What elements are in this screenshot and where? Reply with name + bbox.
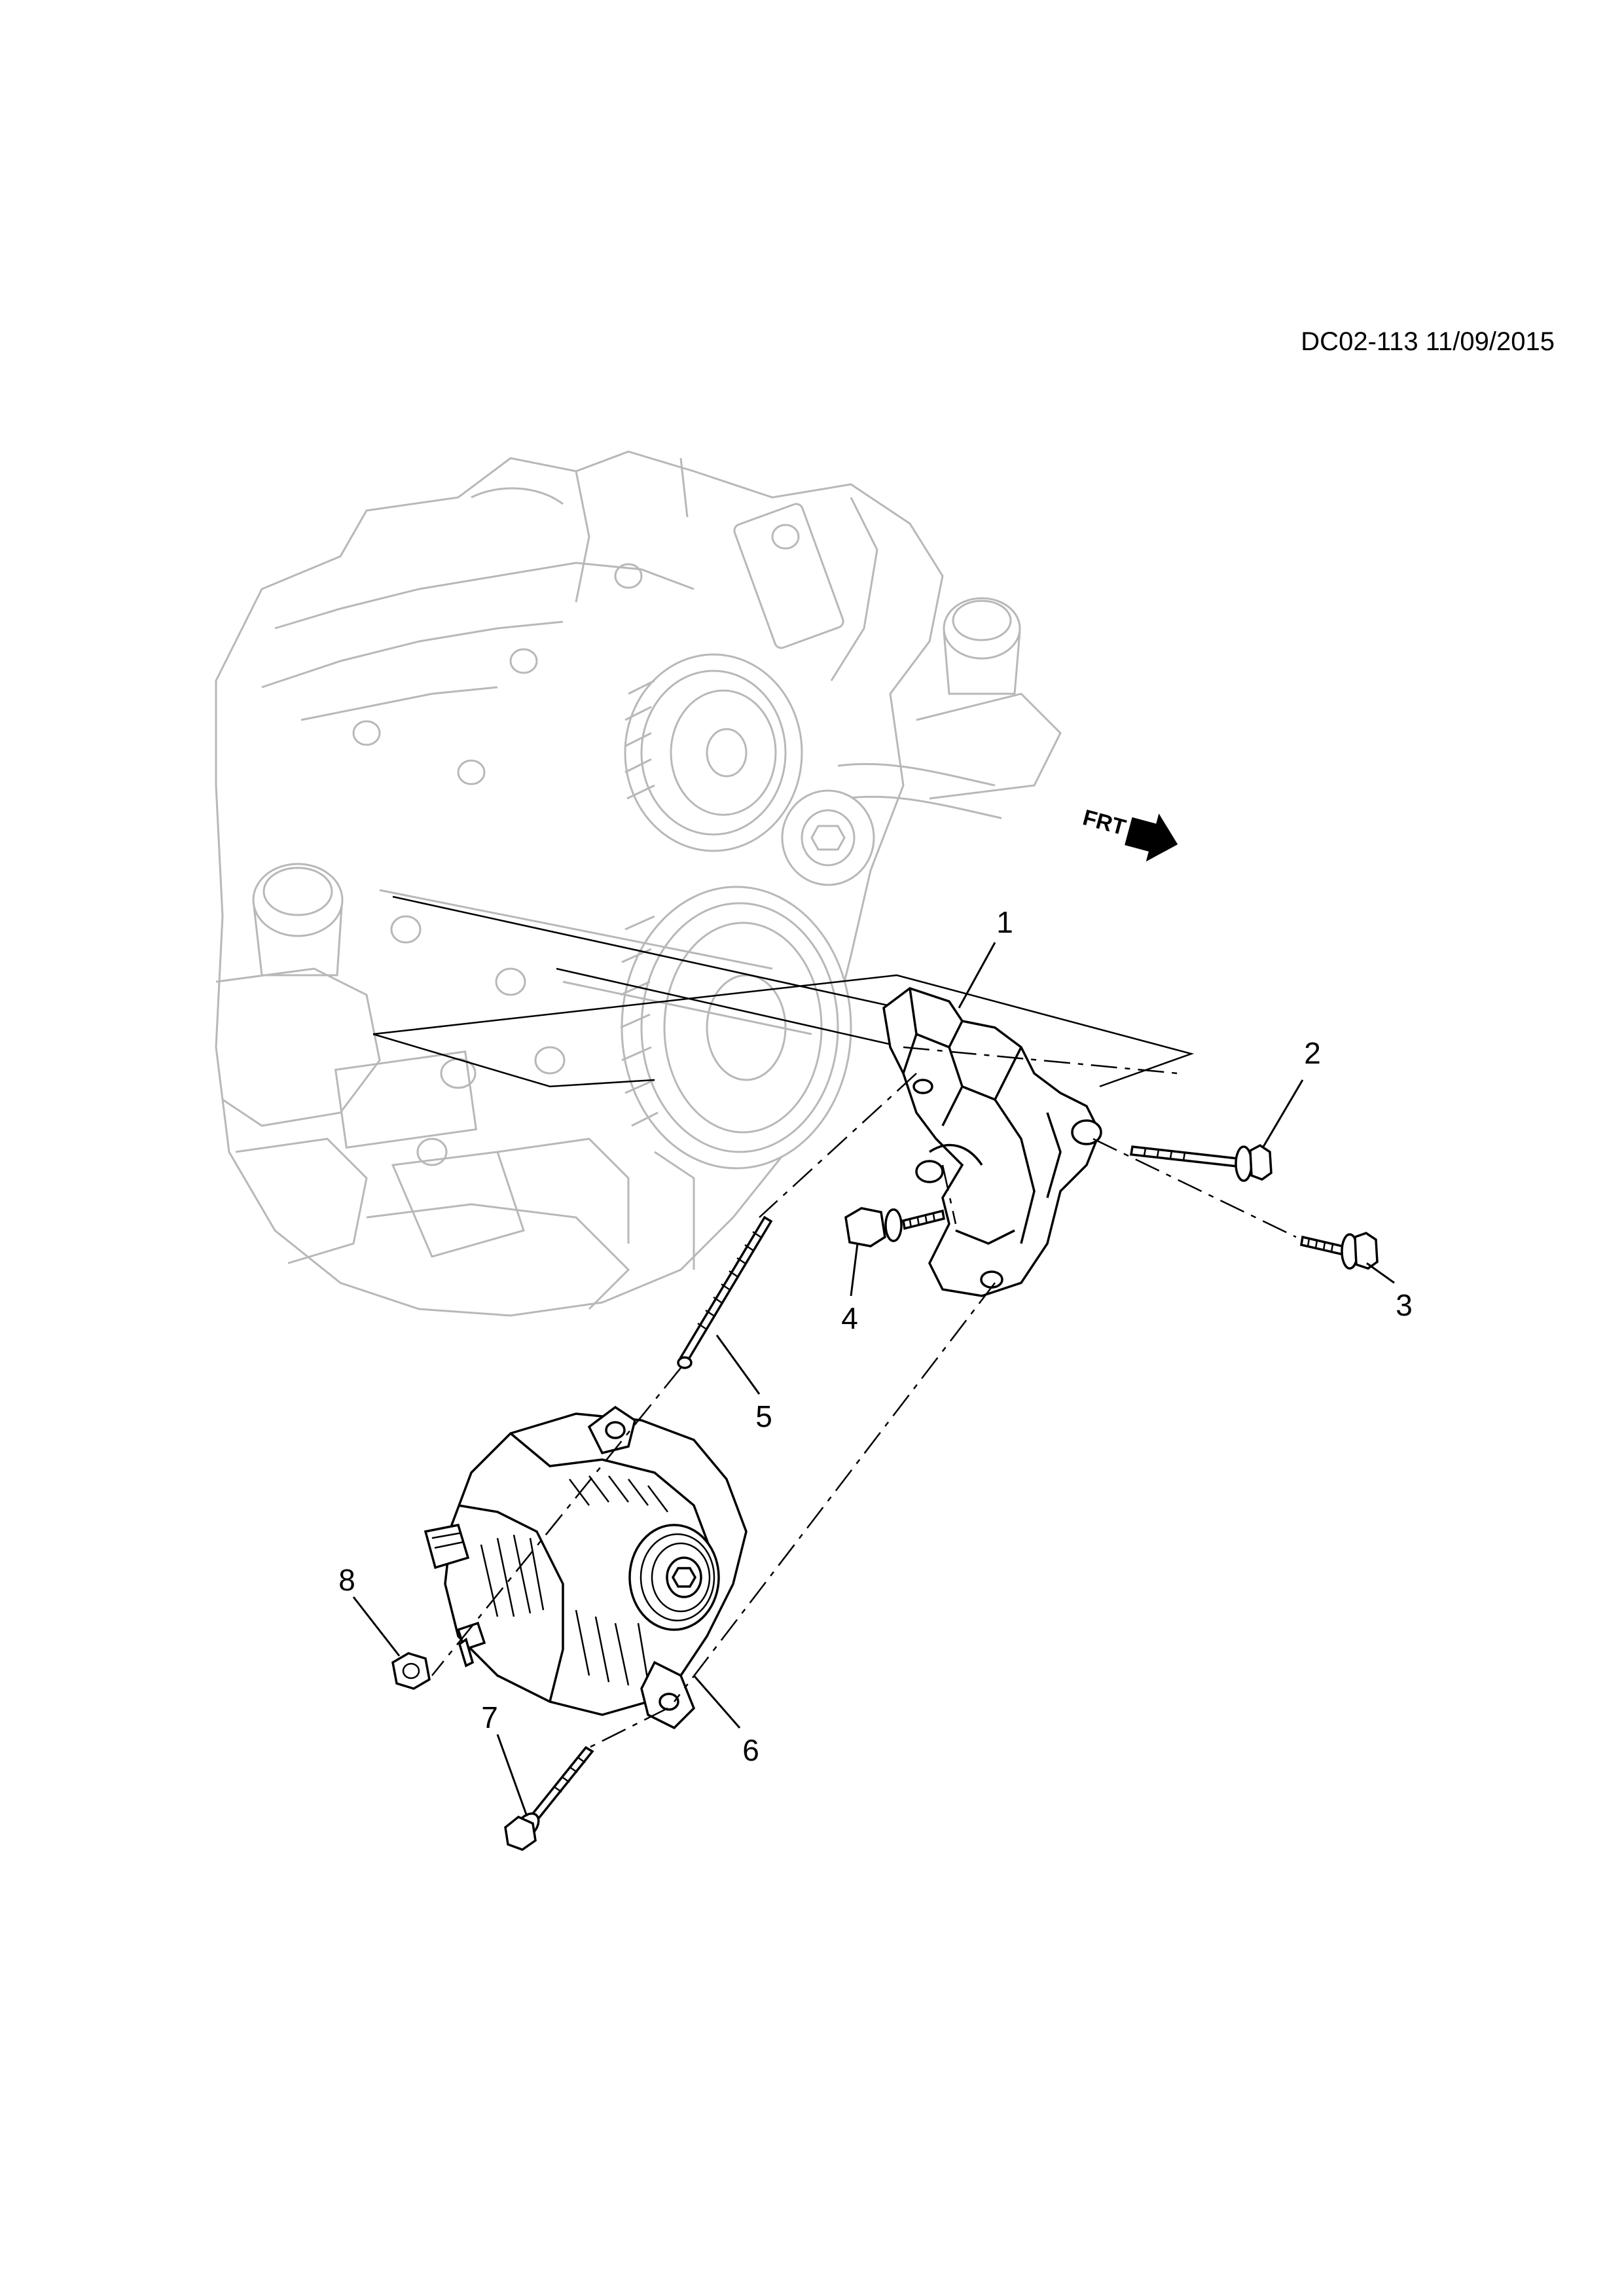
alternator-bracket <box>882 987 1102 1297</box>
assembly-centerlines <box>431 1046 1297 1749</box>
callout-leaders <box>352 942 1395 1817</box>
front-orientation-arrow: FRT <box>1080 805 1178 862</box>
callout-7: 7 <box>481 1700 498 1734</box>
callout-labels: 1 2 3 4 5 6 7 8 <box>338 905 1413 1767</box>
callout-5: 5 <box>755 1399 772 1433</box>
threaded-stud <box>677 1215 773 1369</box>
callout-8: 8 <box>338 1563 355 1597</box>
bolt-long-upper <box>1129 1143 1272 1182</box>
callout-6: 6 <box>742 1733 759 1767</box>
frt-label: FRT <box>1080 805 1128 840</box>
nut <box>391 1652 431 1690</box>
alternator <box>424 1405 748 1730</box>
engine-block-illustration <box>215 450 1062 1317</box>
callout-2: 2 <box>1304 1036 1321 1070</box>
arrow-right-icon <box>1125 814 1178 862</box>
callout-1: 1 <box>996 905 1013 939</box>
document-code: DC02-113 11/09/2015 <box>1301 327 1555 356</box>
callout-4: 4 <box>841 1301 858 1335</box>
bolt-short-right <box>1300 1232 1379 1270</box>
callout-3: 3 <box>1396 1288 1413 1322</box>
bolt-short-left <box>844 1207 945 1247</box>
bolt-alternator-lower <box>504 1746 594 1851</box>
